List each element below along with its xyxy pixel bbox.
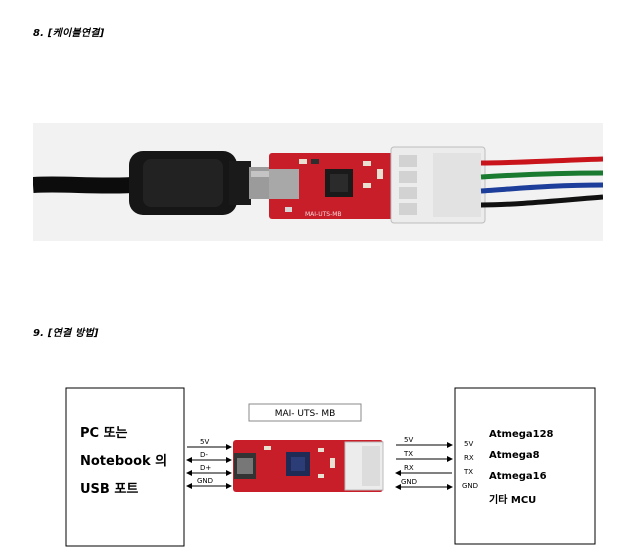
section-8-title: [케이블연결] bbox=[47, 28, 105, 39]
mcu-box-line4: 기타 MCU bbox=[489, 493, 536, 506]
module-chip-core bbox=[291, 457, 305, 471]
wire-red bbox=[480, 156, 603, 166]
usb-cable bbox=[33, 176, 134, 194]
module-label: MAI- UTS- MB bbox=[275, 409, 336, 419]
cable-connection-photo: MAI-UTS-MB bbox=[33, 123, 603, 241]
pin-header-housing bbox=[433, 153, 481, 217]
section-8-heading: 8. [케이블연결] bbox=[33, 24, 104, 39]
left-signal-dminus: D- bbox=[200, 451, 208, 459]
section-9-number: 9. bbox=[33, 328, 45, 339]
pcb-component-5 bbox=[377, 169, 383, 179]
mcu-pin-5v: 5V bbox=[464, 440, 473, 448]
wire-black bbox=[480, 194, 603, 208]
module-component-2 bbox=[318, 448, 324, 452]
pc-box-line1: PC 또는 bbox=[80, 426, 128, 441]
pc-box bbox=[65, 387, 185, 547]
wiring-diagram: PC 또는 Notebook 의 USB 포트 MAI- UTS- MB 5V … bbox=[65, 387, 596, 547]
module-usb-socket-inner bbox=[237, 458, 253, 474]
usb-plug-neck bbox=[229, 161, 251, 205]
pc-box-line3: USB 포트 bbox=[80, 482, 138, 497]
mcu-pin-gnd: GND bbox=[462, 482, 478, 490]
pcb-led bbox=[285, 207, 292, 212]
mcu-box-line1: Atmega128 bbox=[489, 429, 554, 440]
left-signal-gnd: GND bbox=[197, 477, 213, 485]
mcu-pin-rx: RX bbox=[464, 454, 474, 462]
mcu-box bbox=[454, 387, 596, 545]
module-component-4 bbox=[330, 458, 335, 468]
pcb-component-4 bbox=[363, 183, 371, 188]
mcu-pin-tx: TX bbox=[463, 468, 473, 476]
pin-header-slot-2 bbox=[399, 171, 417, 183]
module-component-3 bbox=[318, 474, 324, 478]
pcb-component-1 bbox=[299, 159, 307, 164]
pc-box-line2: Notebook 의 bbox=[80, 453, 167, 469]
usb-plug-grip bbox=[143, 159, 223, 207]
right-wire-5v: 5V bbox=[404, 436, 413, 444]
pcb-chip-core bbox=[330, 174, 348, 192]
right-wire-rx: RX bbox=[404, 464, 414, 472]
module-pin-header-housing bbox=[362, 446, 380, 486]
pcb-component-2 bbox=[311, 159, 319, 164]
wire-green bbox=[480, 170, 603, 180]
module-component-1 bbox=[264, 446, 271, 450]
right-wire-gnd: GND bbox=[401, 478, 417, 486]
right-wire-tx: TX bbox=[403, 450, 413, 458]
pcb-component-3 bbox=[363, 161, 371, 166]
pin-header-slot-3 bbox=[399, 187, 417, 199]
section-8-number: 8. bbox=[33, 28, 45, 39]
left-signal-dplus: D+ bbox=[200, 464, 211, 472]
pin-header-slot-1 bbox=[399, 155, 417, 167]
wire-blue bbox=[480, 182, 603, 194]
section-9-title: [연결 방법] bbox=[47, 328, 99, 339]
module-label-box bbox=[248, 403, 362, 422]
left-signal-5v: 5V bbox=[200, 438, 209, 446]
pcb-usb-socket bbox=[269, 169, 299, 199]
pin-header-slot-4 bbox=[399, 203, 417, 215]
pcb-silk-label: MAI-UTS-MB bbox=[305, 211, 342, 218]
mcu-box-line3: Atmega16 bbox=[489, 471, 547, 482]
mcu-box-line2: Atmega8 bbox=[489, 450, 540, 461]
section-9-heading: 9. [연결 방법] bbox=[33, 324, 99, 339]
usb-plug-metal-shine bbox=[251, 171, 275, 177]
